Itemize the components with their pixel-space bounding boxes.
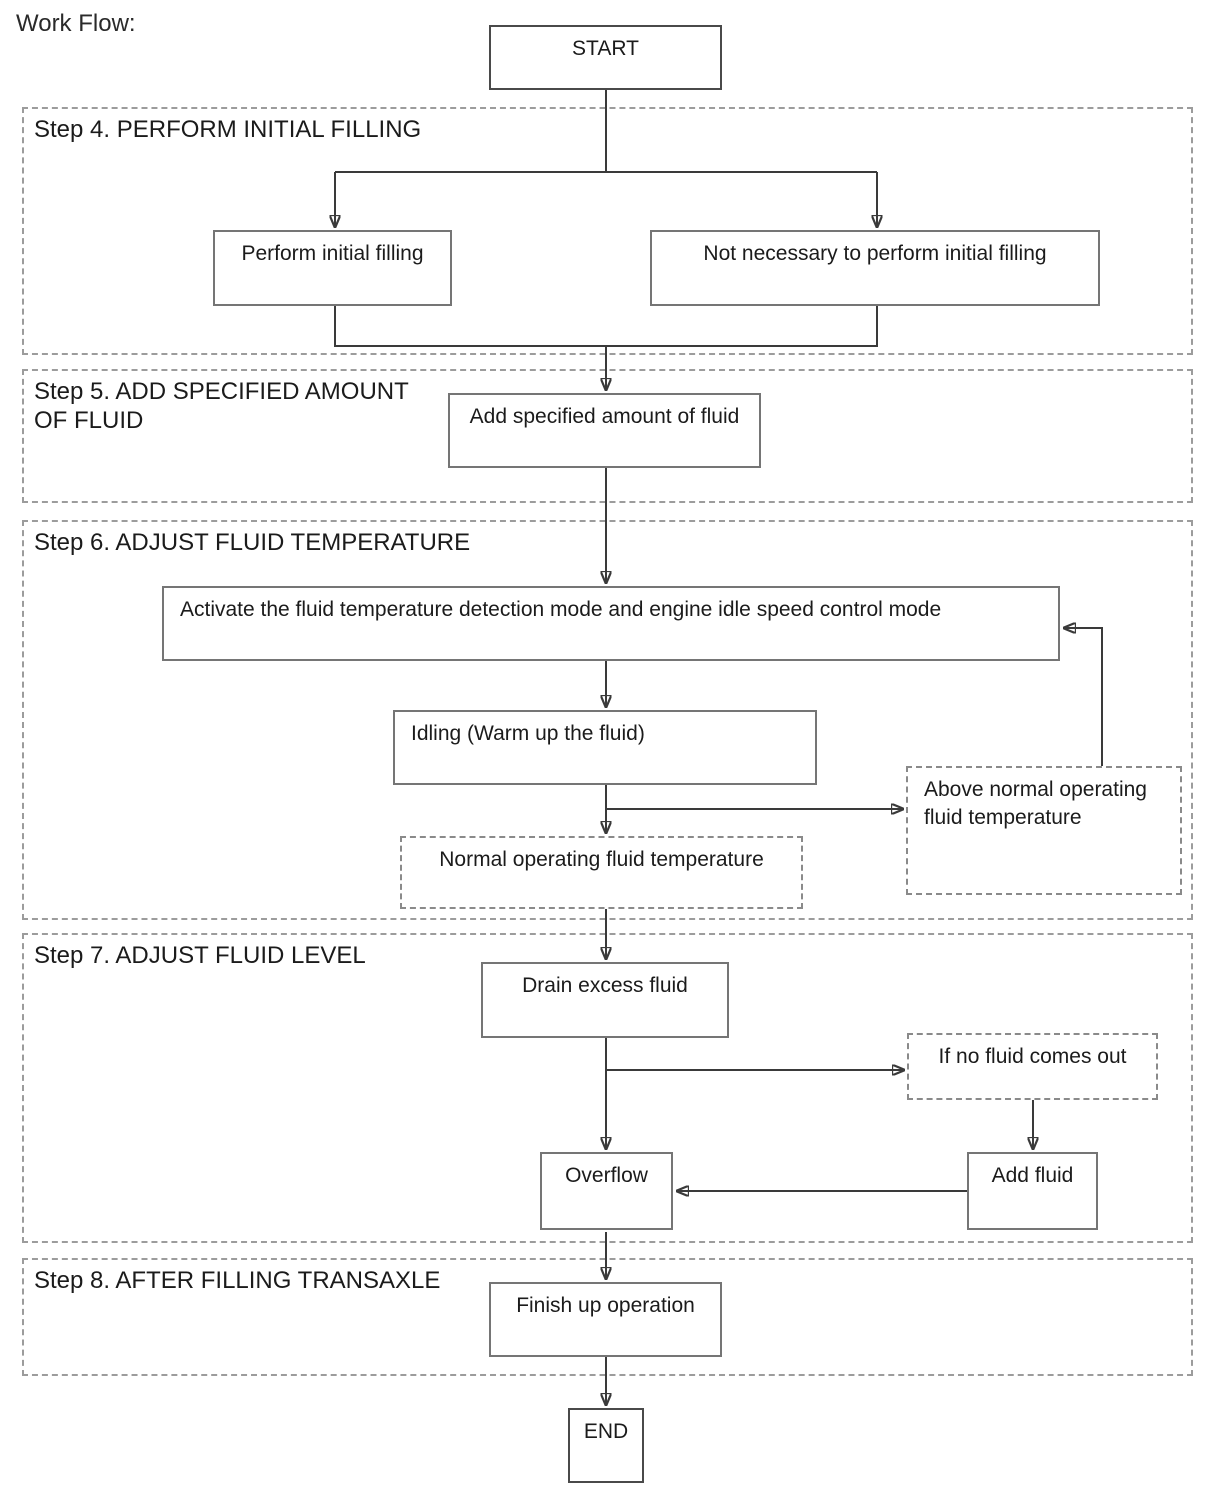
step7-container: Step 7. ADJUST FLUID LEVEL (22, 933, 1193, 1243)
drain-excess-fluid-node: Drain excess fluid (481, 962, 729, 1038)
connector-feedback-above-to-activate (1064, 628, 1103, 766)
step6-label: Step 6. ADJUST FLUID TEMPERATURE (34, 529, 471, 556)
if-no-fluid-comes-out-node: If no fluid comes out (907, 1033, 1158, 1100)
page-title: Work Flow: (16, 10, 136, 37)
not-necessary-initial-filling-node: Not necessary to perform initial filling (650, 230, 1100, 306)
step4-label: Step 4. PERFORM INITIAL FILLING (34, 116, 422, 143)
finish-up-operation-node: Finish up operation (489, 1282, 722, 1357)
add-fluid-node: Add fluid (967, 1152, 1098, 1230)
step7-label: Step 7. ADJUST FLUID LEVEL (34, 942, 366, 969)
normal-operating-temperature-node: Normal operating fluid temperature (400, 836, 803, 909)
step8-container: Step 8. AFTER FILLING TRANSAXLE (22, 1258, 1193, 1376)
add-specified-amount-node: Add specified amount of fluid (448, 393, 761, 468)
idling-node: Idling (Warm up the fluid) (393, 710, 817, 785)
step5-container: Step 5. ADD SPECIFIED AMOUNT OF FLUID (22, 369, 1193, 503)
start-node: START (489, 25, 722, 90)
step4-container: Step 4. PERFORM INITIAL FILLING (22, 107, 1193, 355)
overflow-node: Overflow (540, 1152, 673, 1230)
end-node: END (568, 1408, 644, 1483)
step5-label: Step 5. ADD SPECIFIED AMOUNT OF FLUID (34, 378, 409, 435)
activate-modes-node: Activate the fluid temperature detection… (162, 586, 1060, 661)
step6-container: Step 6. ADJUST FLUID TEMPERATURE (22, 520, 1193, 920)
above-normal-temperature-node: Above normal operating fluid temperature (906, 766, 1182, 895)
step8-label: Step 8. AFTER FILLING TRANSAXLE (34, 1267, 441, 1294)
perform-initial-filling-node: Perform initial filling (213, 230, 452, 306)
